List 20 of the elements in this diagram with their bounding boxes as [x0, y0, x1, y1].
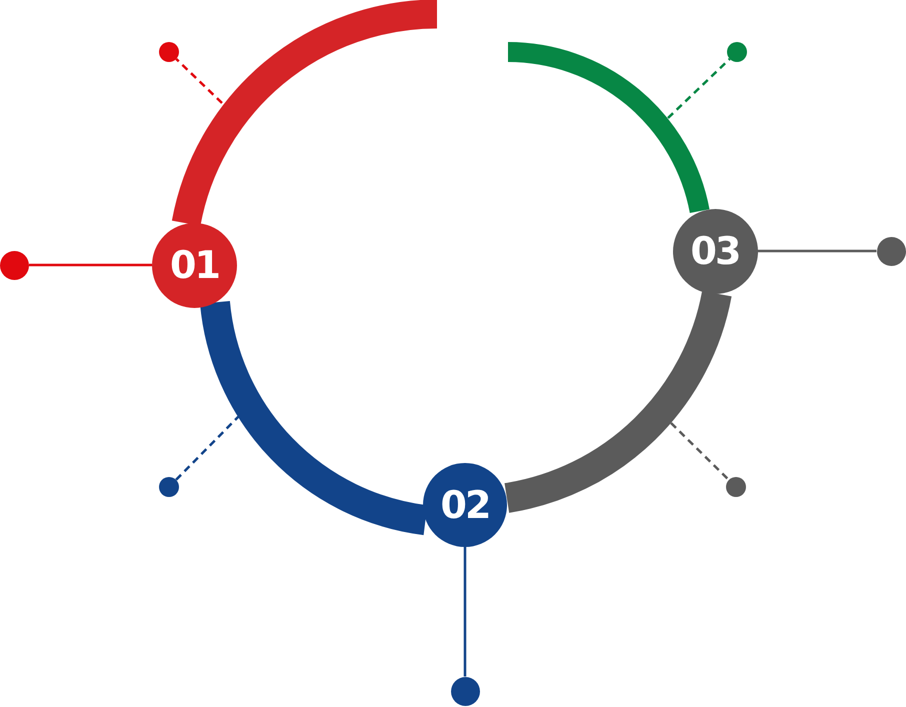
dot-icon: [450, 676, 480, 706]
step-number-circle: 02: [423, 463, 507, 547]
step-number-circle: 03: [672, 208, 758, 294]
dot-icon: [876, 236, 906, 266]
ring-arc: [507, 42, 710, 214]
ring-arc: [504, 290, 732, 513]
leader-line: [758, 250, 876, 252]
dot-icon: [727, 42, 747, 62]
dot-icon: [159, 42, 179, 62]
leader-line: [667, 58, 731, 119]
dot-icon: [0, 250, 29, 280]
step-number-circle: 01: [152, 222, 237, 308]
ring-arc: [200, 300, 428, 535]
leader-line: [464, 547, 466, 676]
dot-icon: [159, 477, 179, 497]
leader-line: [175, 58, 223, 104]
dot-icon: [726, 477, 746, 497]
leader-line: [670, 422, 730, 481]
leader-line: [175, 414, 241, 481]
leader-line: [29, 264, 152, 266]
